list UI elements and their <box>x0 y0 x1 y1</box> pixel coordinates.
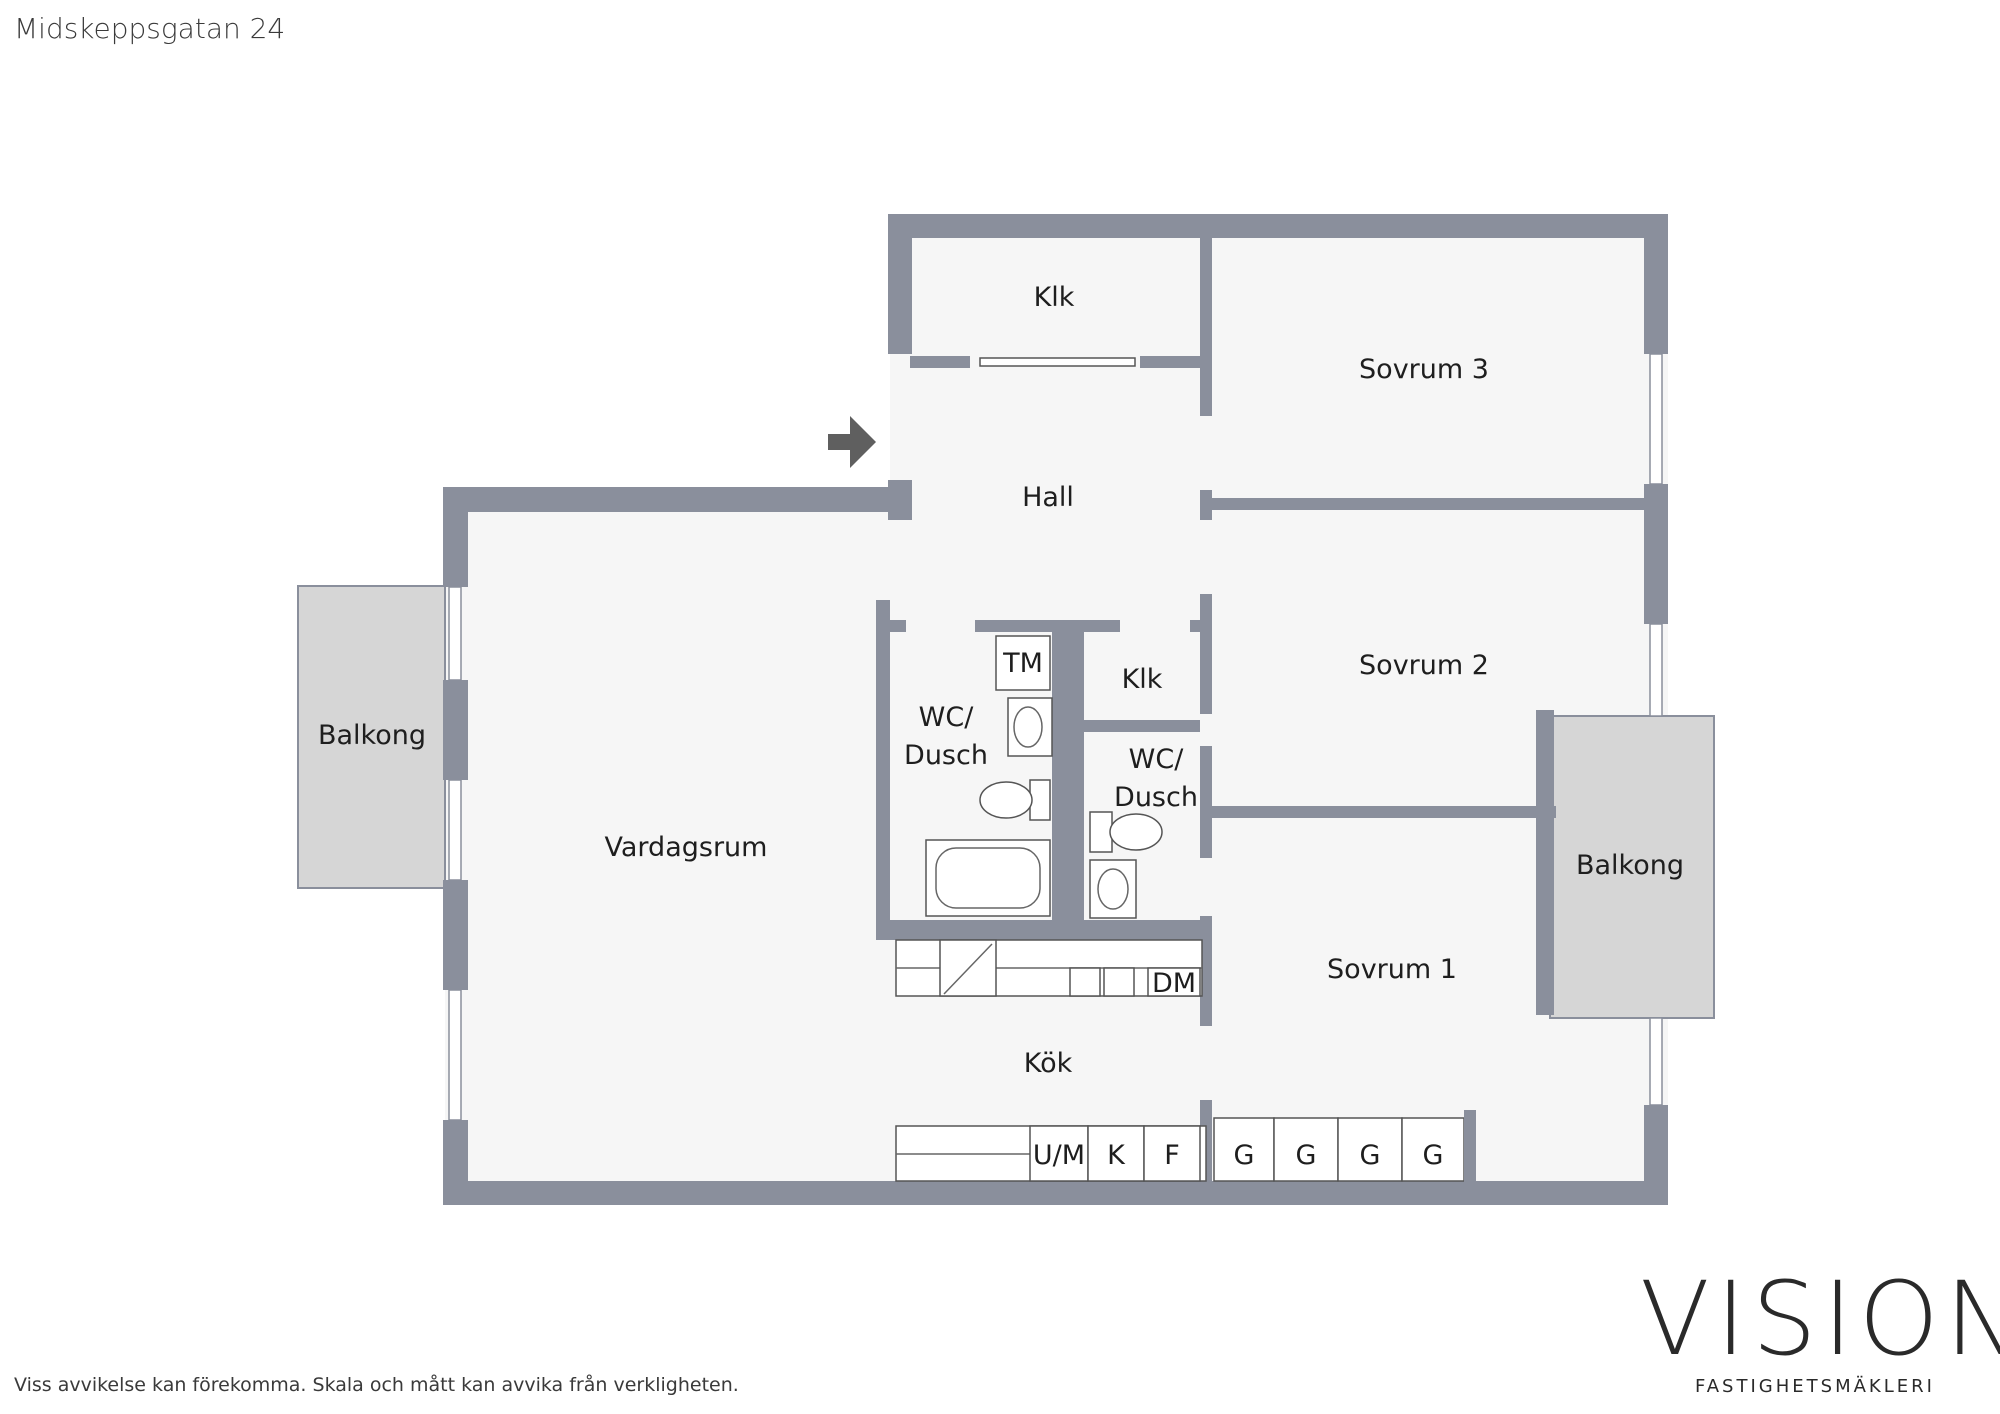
entrance-arrow-icon <box>828 416 876 468</box>
balcony-right <box>1549 715 1715 1019</box>
label-balkong-right: Balkong <box>1576 850 1684 881</box>
wardrobe-label: G <box>1423 1140 1444 1171</box>
brand-logo: VISION FASTIGHETSMÄKLERI <box>1640 1260 2000 1398</box>
address: Midskeppsgatan 24 <box>14 12 286 45</box>
wardrobe-label: G <box>1296 1140 1317 1171</box>
kitchen-counter-lower <box>895 1125 1207 1182</box>
label-klk-mid: Klk <box>1122 664 1163 695</box>
kitchen-counter-upper <box>895 939 1203 997</box>
label-hall: Hall <box>1022 482 1074 513</box>
wardrobes <box>1213 1110 1476 1182</box>
interior-walls <box>876 236 1644 1182</box>
label-tm: TM <box>1002 648 1043 679</box>
outer-walls <box>443 214 1668 1205</box>
label-vardagsrum: Vardagsrum <box>605 832 768 863</box>
brand-subtitle: FASTIGHETSMÄKLERI <box>1695 1376 1935 1397</box>
sink-icon <box>1089 859 1137 919</box>
appliance-label-um: U/M <box>1033 1140 1085 1171</box>
label-wc-dusch-2-line2: Dusch <box>1114 782 1198 813</box>
label-dm: DM <box>1152 968 1196 999</box>
disclaimer: Viss avvikelse kan förekomma. Skala och … <box>14 1374 739 1396</box>
label-sovrum3: Sovrum 3 <box>1359 354 1489 385</box>
toilet-icon <box>1089 811 1163 853</box>
brand-name: VISION <box>1640 1260 2000 1379</box>
wardrobe-label: G <box>1234 1140 1255 1171</box>
bathtub-icon <box>925 839 1051 917</box>
label-wc-dusch-1-line1: WC/ <box>919 702 975 733</box>
appliance-label-k: K <box>1107 1140 1126 1171</box>
toilet-icon <box>979 779 1051 821</box>
label-wc-dusch-1-line2: Dusch <box>904 740 988 771</box>
label-sovrum2: Sovrum 2 <box>1359 650 1489 681</box>
appliance-label-f: F <box>1164 1140 1180 1171</box>
sink-icon <box>1007 697 1053 757</box>
label-balkong-left: Balkong <box>318 720 426 751</box>
label-sovrum1: Sovrum 1 <box>1327 954 1457 985</box>
label-wc-dusch-2-line1: WC/ <box>1129 744 1185 775</box>
wardrobe-label: G <box>1360 1140 1381 1171</box>
label-klk-top: Klk <box>1034 282 1075 313</box>
label-kok: Kök <box>1024 1048 1073 1079</box>
tm-box <box>995 635 1051 691</box>
windows <box>448 353 1663 1121</box>
stove-icon <box>943 943 993 995</box>
sliding-door <box>979 357 1136 367</box>
